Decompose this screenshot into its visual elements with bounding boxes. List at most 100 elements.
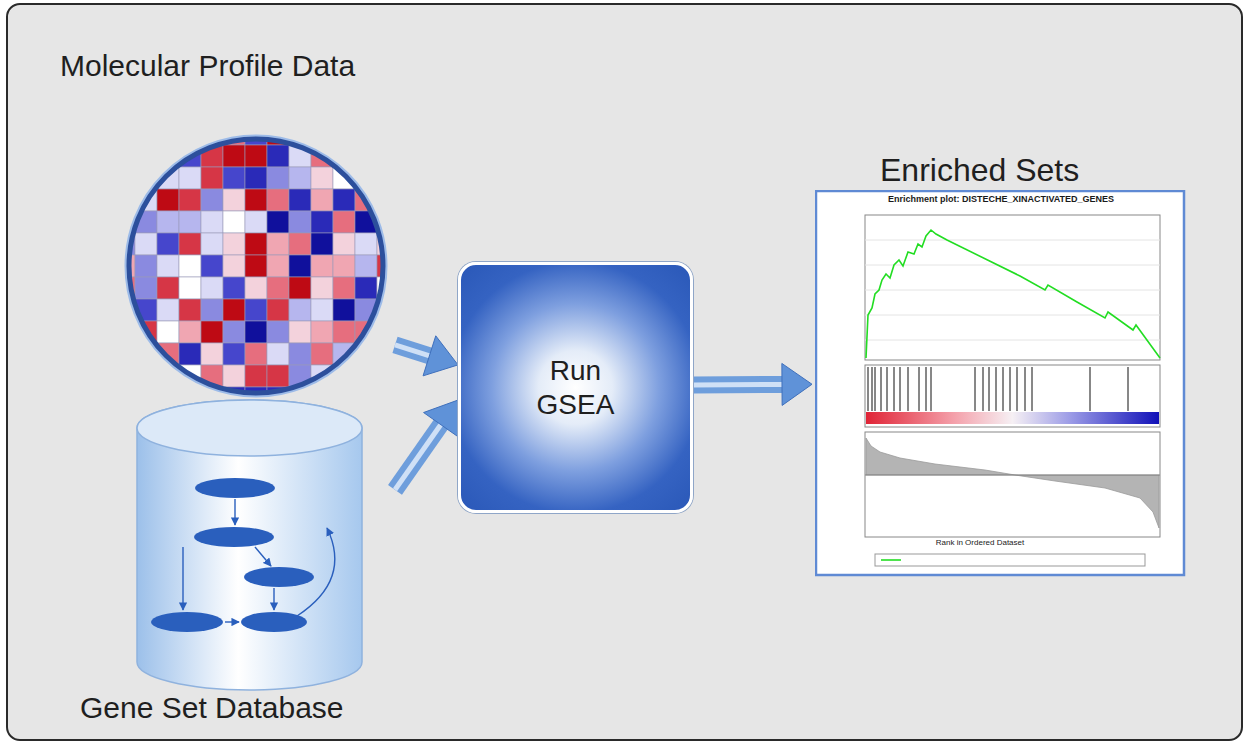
process-label: Run GSEA — [526, 354, 626, 421]
heatmap-cell — [377, 167, 389, 189]
heatmap-cell — [355, 255, 377, 277]
hit-line — [996, 367, 997, 411]
figure-node: Enriched Sets — [812, 145, 1190, 580]
heatmap-cell — [157, 233, 179, 255]
plot-frame — [816, 191, 1184, 575]
arrow-head — [423, 336, 458, 376]
heatmap-cell — [289, 167, 311, 189]
hit-line — [1090, 367, 1091, 411]
heatmap-cell — [355, 133, 377, 145]
heatmap-cell — [377, 145, 389, 167]
database-cylinder — [134, 398, 366, 694]
heatmap-cell — [355, 387, 377, 399]
heatmap-cell — [289, 321, 311, 343]
heatmap-cell — [267, 321, 289, 343]
pathway-link — [234, 499, 235, 525]
hit-line — [875, 367, 876, 411]
heatmap-cell — [311, 277, 333, 299]
heatmap-cell — [267, 189, 289, 211]
heatmap-cell — [289, 299, 311, 321]
heatmap-cell — [201, 321, 223, 343]
hit-line — [900, 367, 901, 411]
heatmap-cell — [245, 211, 267, 233]
heatmap-cell — [377, 343, 389, 365]
heatmap-cell — [179, 133, 201, 145]
arrow-head — [424, 400, 458, 437]
heatmap-cell — [377, 387, 389, 399]
heatmap-cell — [135, 233, 157, 255]
heatmap-cell — [201, 277, 223, 299]
heatmap-cell — [245, 255, 267, 277]
heatmap-cell — [377, 321, 389, 343]
heatmap-cell — [311, 321, 333, 343]
hit-line — [908, 367, 909, 411]
heatmap-cell — [179, 387, 201, 399]
hit-line — [872, 367, 873, 411]
heatmap-cell — [267, 277, 289, 299]
pathway-link — [273, 588, 274, 610]
heatmap-cell — [223, 167, 245, 189]
heatmap-cell — [223, 255, 245, 277]
lens-rim — [129, 139, 383, 393]
heatmap-cell — [355, 277, 377, 299]
heatmap-cell — [311, 233, 333, 255]
pathway-node — [241, 612, 307, 632]
heatmap-cell — [179, 189, 201, 211]
legend-sample — [881, 559, 901, 561]
heatmap-cell — [377, 189, 389, 211]
heatmap-cell — [355, 233, 377, 255]
heatmap-illustration — [123, 133, 389, 399]
plot-upper-axes — [865, 215, 1160, 360]
hit-line — [1032, 367, 1033, 411]
enrichment-plot — [815, 190, 1187, 578]
heatmap-cell — [333, 387, 355, 399]
heatmap-cell — [123, 365, 135, 387]
grid-line — [865, 265, 1160, 266]
pathway-node — [244, 567, 314, 587]
heatmap-cell — [123, 343, 135, 365]
heatmap-cell — [157, 211, 179, 233]
heatmap-cell — [201, 189, 223, 211]
heatmap-cell — [267, 211, 289, 233]
heatmap-cell — [201, 167, 223, 189]
heatmap-cell — [267, 365, 289, 387]
arrow-shaft — [693, 376, 788, 394]
grid-line — [865, 240, 1160, 241]
heatmap-cell — [223, 299, 245, 321]
label-holder: Enrichment plot: DISTECHE_XINACTIVATED_G… — [815, 194, 1187, 204]
heatmap-cell — [135, 255, 157, 277]
hit-line — [894, 367, 895, 411]
heatmap-cell — [179, 277, 201, 299]
heatmap-cell — [179, 299, 201, 321]
heatmap-cell — [289, 189, 311, 211]
heatmap-cell — [179, 167, 201, 189]
pathway-node — [195, 478, 275, 498]
flow-arrow — [395, 336, 458, 376]
heatmap-cell — [223, 145, 245, 167]
heatmap-cell — [245, 343, 267, 365]
hit-line — [989, 367, 990, 411]
heatmap-cell — [267, 167, 289, 189]
axis-title: Rank in Ordered Dataset — [880, 538, 1080, 547]
hit-line — [926, 367, 927, 411]
arrow-head — [782, 363, 812, 405]
heatmap-cell — [311, 189, 333, 211]
heatmap-cell — [289, 277, 311, 299]
pathway-link — [225, 621, 239, 622]
heatmap-cell — [201, 255, 223, 277]
heatmap-cell — [267, 343, 289, 365]
heatmap-cell — [157, 277, 179, 299]
heatmap-cell — [245, 145, 267, 167]
heatmap-cell — [333, 255, 355, 277]
heatmap-cell — [201, 343, 223, 365]
heatmap-cell — [123, 133, 135, 145]
zero-line — [865, 475, 1160, 476]
heatmap-cell — [223, 211, 245, 233]
heatmap-cell — [245, 277, 267, 299]
heatmap-cell — [223, 365, 245, 387]
heatmap-cell — [245, 233, 267, 255]
heatmap-cell — [267, 299, 289, 321]
pathway-node — [151, 612, 223, 632]
heatmap-cell — [333, 211, 355, 233]
